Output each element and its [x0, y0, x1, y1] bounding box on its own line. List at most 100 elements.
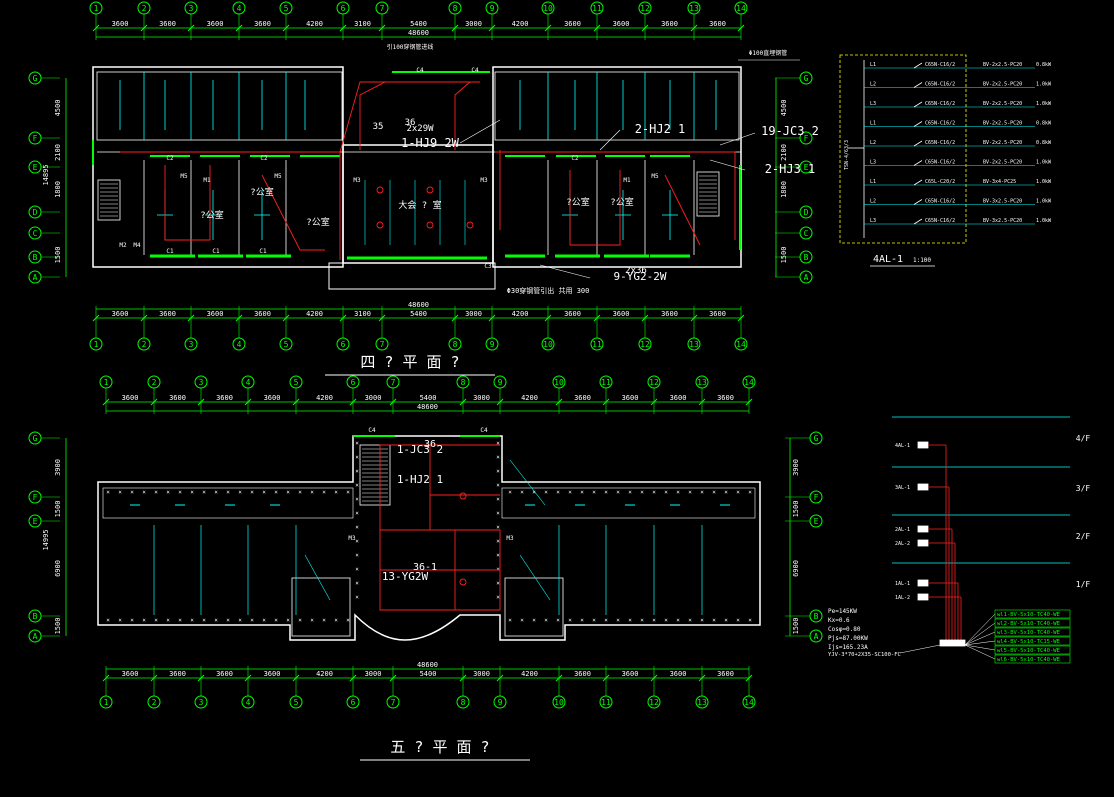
axis-bubble-label: E — [33, 163, 38, 172]
axis-bubble-label: 12 — [649, 378, 659, 387]
parapet-mark: × — [544, 489, 548, 496]
total-dimension: 48600 — [408, 301, 429, 309]
parapet-mark: × — [736, 617, 740, 624]
total-dimension: 48600 — [417, 403, 438, 411]
parapet-mark: × — [616, 489, 620, 496]
dimension-tick — [244, 398, 252, 406]
dimension-tick — [451, 314, 459, 322]
parapet-mark: × — [298, 489, 302, 496]
parapet-mark: × — [496, 566, 500, 573]
parapet-mark: × — [664, 489, 668, 496]
circuit-breaker: C65N-C16/2 — [925, 121, 955, 127]
circuit-phase: L3 — [870, 160, 876, 166]
span-dimension: 3600 — [122, 394, 139, 402]
dimension-tick — [555, 398, 563, 406]
circuit-cable: BV-2x2.5-PC20 — [983, 101, 1022, 107]
axis-bubble-label: D — [804, 208, 809, 217]
parapet-mark: × — [496, 552, 500, 559]
door-tag: M1 — [203, 177, 211, 184]
dimension-tick — [602, 398, 610, 406]
parapet-mark: × — [355, 594, 359, 601]
span-dimension: 3600 — [254, 20, 271, 28]
door-tag: C2 — [571, 155, 579, 162]
parapet-mark: × — [142, 489, 146, 496]
circuit-annotation: 1-HJ2 1 — [397, 473, 443, 486]
axis-bubble-label: 3 — [199, 378, 204, 387]
door-tag: C3 — [484, 263, 492, 270]
dimension-tick — [602, 674, 610, 682]
distribution-box-label: 1AL-2 — [895, 595, 910, 601]
distribution-box-label: 4AL-1 — [895, 443, 910, 449]
circuit-annotation: 19-JC3 2 — [761, 124, 819, 138]
axis-bubble-label: 7 — [380, 4, 385, 13]
circuit-breaker: C65N-C16/2 — [925, 140, 955, 146]
parapet-mark: × — [274, 489, 278, 496]
axis-bubble-label: 14 — [744, 698, 754, 707]
dimension-tick — [459, 398, 467, 406]
parapet-mark: × — [130, 617, 134, 624]
parapet-mark: × — [712, 617, 716, 624]
dimension-tick — [197, 398, 205, 406]
parapet-mark: × — [664, 617, 668, 624]
parapet-mark: × — [496, 440, 500, 447]
feeder-leader — [964, 644, 996, 651]
span-dimension: 3600 — [574, 394, 591, 402]
parapet-mark: × — [322, 489, 326, 496]
circuit-load: 1.0kW — [1036, 82, 1052, 88]
dimension-tick — [690, 314, 698, 322]
parapet-mark: × — [520, 489, 524, 496]
door-tag: M3 — [480, 177, 488, 184]
parapet-mark: × — [496, 524, 500, 531]
dimension-tick — [378, 24, 386, 32]
span-dimension: 4200 — [521, 394, 538, 402]
circuit-annotation: 2-HJ3 1 — [765, 162, 816, 176]
parapet-mark: × — [355, 538, 359, 545]
dimension-tick — [650, 674, 658, 682]
parapet-mark: × — [736, 489, 740, 496]
distribution-box-label: 2AL-1 — [895, 527, 910, 533]
right-dimension: 1500 — [780, 247, 788, 264]
axis-bubble-label: 5 — [294, 378, 299, 387]
parapet-mark: × — [130, 489, 134, 496]
entrance-porch — [328, 262, 496, 290]
feeder-tag-box — [994, 618, 1071, 628]
feeder-leader — [964, 622, 996, 646]
span-dimension: 3600 — [613, 310, 630, 318]
parapet-mark: × — [118, 489, 122, 496]
parapet-mark: × — [652, 489, 656, 496]
parapet-mark: × — [118, 617, 122, 624]
axis-bubble-label: 8 — [461, 378, 466, 387]
axis-bubble-label: B — [814, 612, 819, 621]
span-dimension: 3600 — [169, 394, 186, 402]
door-tag: M5 — [274, 173, 282, 180]
axis-bubble-label: 10 — [543, 4, 553, 13]
feeder-tag-box — [994, 627, 1071, 637]
door-tag: M2 — [119, 242, 127, 249]
axis-bubble-label: 14 — [736, 340, 746, 349]
span-dimension: 3600 — [216, 394, 233, 402]
circuit-phase: L2 — [870, 82, 876, 88]
wiring-run — [379, 529, 501, 611]
door-tag: M3 — [353, 177, 361, 184]
axis-bubble-label: C — [804, 229, 809, 238]
dimension-tick — [150, 674, 158, 682]
parapet-mark: × — [700, 489, 704, 496]
parapet-mark: × — [496, 454, 500, 461]
parapet-mark: × — [520, 617, 524, 624]
ceiling-light — [426, 221, 434, 229]
dimension-tick — [496, 674, 504, 682]
door-tag: C2 — [166, 155, 174, 162]
ceiling-light — [466, 221, 474, 229]
door-tag: C2 — [260, 155, 268, 162]
circuit-breaker: C65N-C16/2 — [925, 62, 955, 68]
axis-bubble-label: F — [33, 493, 38, 502]
dimension-tick — [650, 398, 658, 406]
breaker-symbol — [913, 121, 923, 127]
circuit-phase: L2 — [870, 199, 876, 205]
dimension-tick — [349, 398, 357, 406]
parapet-mark: × — [676, 617, 680, 624]
span-dimension: 4200 — [316, 670, 333, 678]
circuit-phase: L1 — [870, 121, 876, 127]
wiring-run — [569, 170, 621, 246]
